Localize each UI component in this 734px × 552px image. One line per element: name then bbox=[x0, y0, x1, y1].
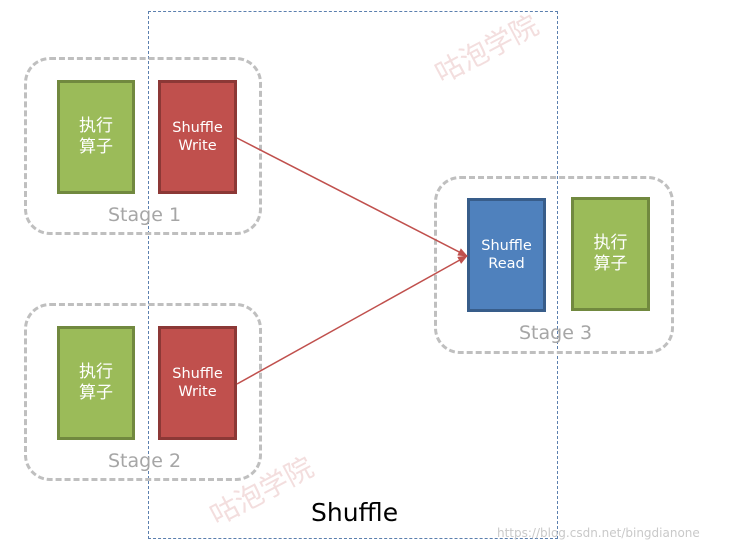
shuffle-region bbox=[148, 11, 558, 539]
stage-1-operator-box: 执行 算子 bbox=[57, 80, 135, 194]
stage-3-operator-label: 执行 算子 bbox=[593, 232, 628, 274]
stage-1-label: Stage 1 bbox=[108, 204, 182, 226]
stage-2-shuffle-write-label: Shuffle Write bbox=[172, 365, 223, 400]
stage-3-shuffle-read-box: Shuffle Read bbox=[467, 198, 546, 312]
stage-3-container bbox=[434, 176, 674, 354]
source-url: https://blog.csdn.net/bingdianone bbox=[497, 526, 700, 540]
arrow-stage1-to-stage3 bbox=[236, 137, 468, 257]
stage-3-label: Stage 3 bbox=[519, 322, 593, 344]
stage-1-container bbox=[24, 57, 262, 235]
stage-3-shuffle-read-label: Shuffle Read bbox=[481, 237, 532, 272]
stage-1-shuffle-write-box: Shuffle Write bbox=[158, 80, 237, 194]
stage-3-operator-box: 执行 算子 bbox=[571, 197, 650, 311]
stage-2-label: Stage 2 bbox=[108, 450, 182, 472]
arrow-stage2-to-stage3 bbox=[236, 255, 468, 385]
stage-2-operator-label: 执行 算子 bbox=[79, 361, 113, 403]
stage-2-shuffle-write-box: Shuffle Write bbox=[158, 326, 237, 440]
stage-1-shuffle-write-label: Shuffle Write bbox=[172, 119, 223, 154]
stage-1-operator-label: 执行 算子 bbox=[79, 115, 113, 157]
shuffle-title: Shuffle bbox=[311, 498, 399, 527]
stage-2-container bbox=[24, 303, 262, 481]
stage-2-operator-box: 执行 算子 bbox=[57, 326, 135, 440]
